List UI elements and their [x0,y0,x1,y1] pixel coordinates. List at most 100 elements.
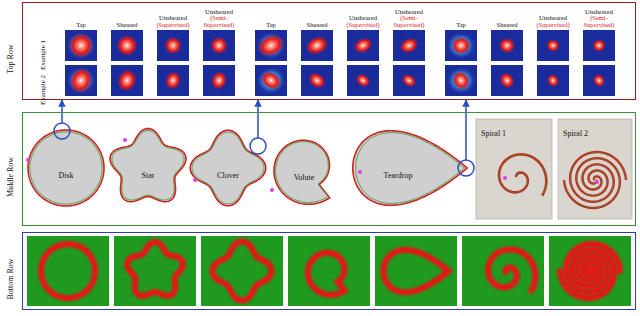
heatmap-ground [583,30,615,61]
start-dot [193,178,197,182]
contact-mask [213,242,272,301]
heatmap-ground [157,65,189,96]
mask-tile [375,236,457,306]
column-label: (Semi-Supervised) [387,15,431,29]
contact-blob [449,68,472,92]
start-dot [123,138,127,142]
contour-line [570,152,626,202]
contact-blob [210,37,227,54]
mask-tile [27,236,109,306]
heatmap-ground [393,65,425,96]
column-label: Sheared [117,22,138,29]
contact-blob [592,39,605,51]
column-label: Unsheared [205,9,233,16]
heatmap-ground [491,65,523,96]
tap-halo [446,67,476,95]
heatmap-ground [203,30,235,61]
contact-blob [164,37,181,54]
contact-blob [351,35,374,56]
heatmap-tile [254,30,287,61]
column-label: (Supervised) [346,22,379,29]
heatmap-tile [347,65,379,96]
contour-line [192,132,264,204]
column-label: Unsheared [349,15,377,22]
row-panel: Middle Row [22,112,636,226]
row-heading: Bottom Row [6,258,14,299]
tap-halo [446,32,476,60]
contact-blob [115,67,140,94]
heatmap-ground [111,30,143,61]
mask-ground [462,236,544,306]
tap-halo [256,67,286,95]
heatmap-ground [537,65,569,96]
start-dot [26,158,30,162]
callout-circle [54,123,70,139]
shape-name: Spiral 1 [481,130,506,138]
leader-line [257,112,259,138]
heatmap-tile [393,65,425,96]
contact-mask [566,244,620,292]
contact-mask [308,253,345,295]
contact-blob [452,37,471,55]
callout-circle [250,138,266,154]
heatmap-tile [65,65,97,96]
column-label: (Semi-Supervised) [197,15,241,29]
contact-blob [546,39,559,51]
mask-ground [288,236,370,306]
example-label: Example 1 [40,39,47,69]
column-header: Tap [59,3,103,29]
start-dot [595,180,599,184]
column-header: Tap [439,3,483,29]
heatmap-ground [347,65,379,96]
column-label: Sheared [497,22,518,29]
heatmap-tile [445,30,477,61]
arrow-connector [257,100,259,112]
shape-name: Volute [294,174,315,182]
mask-tile [288,236,370,306]
mask-tile [201,236,283,306]
contact-blob [303,33,331,58]
contact-blob [117,35,138,56]
contact-blob [591,72,608,89]
mask-tile [462,236,544,306]
contour-line [276,142,329,203]
contact-blob [400,71,419,89]
column-label: (Supervised) [536,22,569,29]
start-dot [358,170,362,174]
column-header: Unsheared(Supervised) [151,3,195,29]
contour-line [112,131,184,200]
heatmap-ground [255,65,287,96]
tap-halo [66,32,96,60]
heatmap-ground [537,30,569,61]
contact-blob [306,70,329,92]
object-outline [28,130,104,206]
heatmap-tile [255,65,287,96]
photo [558,119,632,219]
heatmap-tile [393,30,425,61]
contact-blob [397,35,420,56]
column-label: Unsheared [395,9,423,16]
spiral-track [570,152,626,202]
heatmap-ground [157,30,189,61]
heatmap-tile [65,30,97,61]
row-panel: Bottom Row [22,232,636,310]
column-label: Unsheared [539,15,567,22]
heatmap-ground [491,30,523,61]
mask-ground [201,236,283,306]
callouts [54,112,474,176]
object-outline [190,130,266,206]
column-label: (Semi-Supervised) [577,15,621,29]
contact-blob [354,71,373,89]
contact-blob [69,33,93,57]
heatmap-tile [203,30,235,61]
heatmap-tile [445,65,477,96]
heatmap-tile [537,65,569,96]
contour-line [499,154,546,195]
contact-blob [258,68,285,94]
object-outline [110,129,186,202]
heatmap-tile [347,30,379,61]
contour-line [356,133,465,204]
leader-line [465,112,467,160]
